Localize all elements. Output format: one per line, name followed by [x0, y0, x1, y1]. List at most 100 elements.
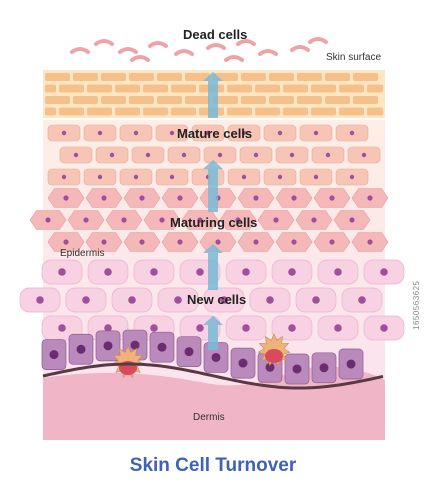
keratinocyte-brick: [115, 107, 140, 116]
keratinocyte-brick: [311, 107, 336, 116]
new-cell-nucleus: [58, 324, 66, 332]
new-cell-nucleus: [288, 268, 296, 276]
new-cell-nucleus: [288, 324, 296, 332]
keratinocyte-brick: [325, 96, 350, 104]
basal-cell-nucleus: [157, 342, 167, 352]
upward-arrow: [203, 244, 223, 290]
upward-arrow: [203, 316, 223, 350]
mature-cell-nucleus: [133, 130, 139, 136]
dead-cell-flake: [174, 49, 194, 56]
mature-cell-nucleus: [97, 130, 103, 136]
new-cell-nucleus: [174, 296, 182, 304]
mature-cell-nucleus: [277, 174, 283, 180]
epidermis-label: Epidermis: [60, 248, 105, 259]
new-cell-nucleus: [196, 268, 204, 276]
keratinocyte-brick: [311, 84, 336, 93]
new-cell-nucleus: [358, 296, 366, 304]
keratinocyte-brick: [255, 84, 280, 93]
mature-cell-nucleus: [217, 152, 223, 158]
keratinocyte-brick: [255, 107, 280, 116]
mature-cell-nucleus: [181, 152, 187, 158]
mature-cell-nucleus: [109, 152, 115, 158]
new-cell-nucleus: [104, 324, 112, 332]
new-cell-nucleus: [150, 268, 158, 276]
dead-cell-flake: [206, 43, 226, 50]
keratinocyte-brick: [367, 107, 383, 116]
mature-cell-nucleus: [325, 152, 331, 158]
maturing-cell-nucleus: [311, 217, 317, 223]
mature-cell-nucleus: [349, 174, 355, 180]
keratinocyte-brick: [353, 73, 378, 81]
maturing-cell-nucleus: [83, 217, 89, 223]
maturing-cell-nucleus: [253, 239, 259, 245]
new-cell-nucleus: [242, 324, 250, 332]
maturing-cell-nucleus: [329, 239, 335, 245]
maturing-cell-nucleus: [121, 217, 127, 223]
diagram-title: Skin Cell Turnover: [129, 455, 297, 476]
mature-cell-nucleus: [61, 174, 67, 180]
new-cell-nucleus: [36, 296, 44, 304]
new-cell-nucleus: [82, 296, 90, 304]
mature-cell-nucleus: [145, 152, 151, 158]
basement-membrane: [42, 362, 384, 390]
dead-cells-label: Dead cells: [183, 27, 248, 42]
keratinocyte-brick: [297, 96, 322, 104]
keratinocyte-brick: [339, 107, 364, 116]
new-cell-nucleus: [128, 296, 136, 304]
keratinocyte-brick: [101, 73, 126, 81]
dead-cell-flake: [94, 39, 114, 46]
maturing-cell-nucleus: [291, 239, 297, 245]
new-cell-nucleus: [242, 268, 250, 276]
basal-cell-nucleus: [265, 362, 275, 372]
keratinocyte-brick: [269, 96, 294, 104]
keratinocyte-brick: [283, 107, 308, 116]
maturing-cell-nucleus: [177, 239, 183, 245]
maturing-cell-nucleus: [253, 195, 259, 201]
new-cell-nucleus: [334, 324, 342, 332]
dead-cell-flake: [308, 37, 328, 44]
mature-cell-nucleus: [169, 130, 175, 136]
mature-cell-nucleus: [169, 174, 175, 180]
basal-cell-nucleus: [184, 347, 194, 357]
new-cell-nucleus: [104, 268, 112, 276]
mature-cells-label: Mature cells: [177, 126, 253, 141]
basal-cell-nucleus: [319, 363, 329, 373]
dead-cell-flake: [224, 55, 244, 62]
keratinocyte-brick: [45, 84, 56, 93]
keratinocyte-brick: [339, 84, 364, 93]
mature-cell-nucleus: [133, 174, 139, 180]
mature-cell-nucleus: [253, 152, 259, 158]
maturing-cell-nucleus: [63, 239, 69, 245]
keratinocyte-brick: [129, 96, 154, 104]
keratinocyte-brick: [45, 107, 56, 116]
new-cell-nucleus: [380, 324, 388, 332]
new-cell-nucleus: [220, 296, 228, 304]
maturing-cell-nucleus: [45, 217, 51, 223]
mature-cell-nucleus: [205, 130, 211, 136]
upward-arrow: [203, 160, 223, 212]
keratinocyte-brick: [227, 107, 252, 116]
keratinocyte-brick: [87, 107, 112, 116]
dead-cell-flake: [130, 55, 150, 62]
side-credit-text: 1650563625: [412, 280, 421, 331]
dead-cell-flake: [70, 47, 90, 54]
basal-cell-nucleus: [211, 352, 221, 362]
mature-cell-nucleus: [349, 130, 355, 136]
new-cell-nucleus: [150, 324, 158, 332]
keratinocyte-brick: [325, 73, 350, 81]
mature-cell-nucleus: [97, 174, 103, 180]
new-cell-nucleus: [58, 268, 66, 276]
maturing-cell-nucleus: [367, 195, 373, 201]
mature-cell-nucleus: [361, 152, 367, 158]
dermis-label: Dermis: [193, 412, 225, 423]
maturing-cell-nucleus: [101, 195, 107, 201]
dead-cell-flake: [118, 47, 138, 54]
basal-cell-nucleus: [130, 340, 140, 350]
keratinocyte-brick: [171, 107, 196, 116]
dead-cell-flake: [236, 39, 256, 46]
basal-cell-nucleus: [76, 344, 86, 354]
dead-cell-flake: [258, 49, 278, 56]
new-cell-nucleus: [312, 296, 320, 304]
keratinocyte-brick: [143, 107, 168, 116]
